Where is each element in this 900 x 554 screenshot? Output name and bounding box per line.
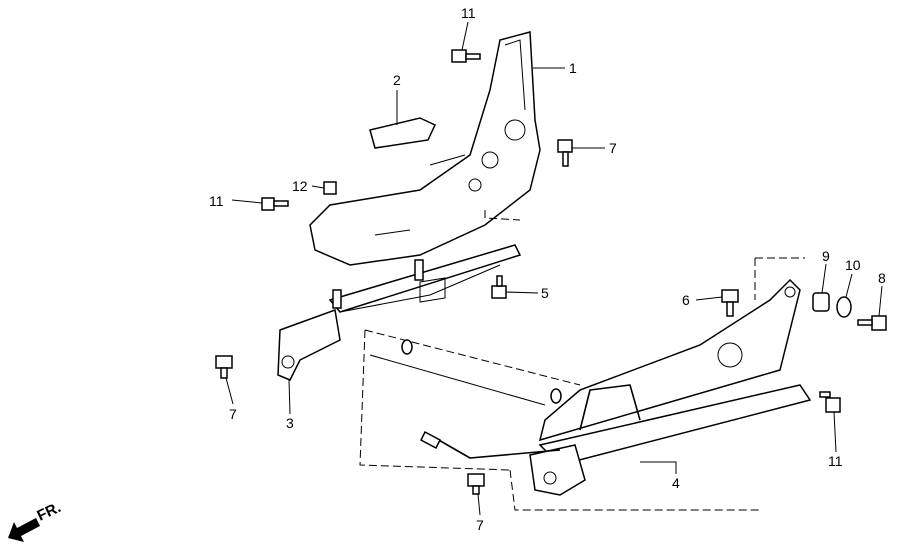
nut-12[interactable] (323, 181, 337, 195)
callout-4: 4 (672, 475, 680, 491)
bolt-8[interactable] (857, 315, 887, 331)
recliner-bracket-part[interactable] (309, 31, 541, 266)
callout-8: 8 (878, 270, 886, 286)
nut-9[interactable] (812, 292, 830, 312)
bolt-7-left[interactable] (215, 355, 233, 379)
callout-1: 1 (569, 60, 577, 76)
bolt-7-upper[interactable] (557, 139, 573, 167)
callout-11: 11 (461, 5, 476, 21)
callout-10: 10 (845, 257, 861, 273)
callout-7: 7 (476, 517, 484, 533)
callout-11: 11 (209, 193, 224, 209)
washer-10[interactable] (836, 296, 852, 318)
callout-9: 9 (822, 248, 830, 264)
callout-6: 6 (682, 292, 690, 308)
bolt-6[interactable] (721, 289, 739, 317)
bolt-11-top[interactable] (451, 49, 481, 63)
leader-lines (225, 21, 883, 516)
bolt-11-left[interactable] (261, 197, 289, 211)
callout-5: 5 (541, 285, 549, 301)
callout-2: 2 (393, 72, 401, 88)
front-label: FR. (35, 499, 64, 525)
bolt-7-bottom[interactable] (467, 473, 485, 495)
callout-12: 12 (292, 178, 308, 194)
front-direction-indicator: FR. (8, 499, 64, 542)
bolt-11-right[interactable] (819, 391, 841, 413)
upper-rail-part[interactable] (277, 244, 522, 381)
bolt-5[interactable] (491, 275, 507, 299)
callout-7: 7 (229, 406, 237, 422)
front-arrow-icon (8, 518, 40, 542)
knob-cover-part[interactable] (369, 117, 436, 149)
callout-3: 3 (286, 415, 294, 431)
callout-11: 11 (828, 453, 843, 469)
callout-7: 7 (609, 140, 617, 156)
seat-track-assembly-part[interactable] (359, 210, 812, 511)
